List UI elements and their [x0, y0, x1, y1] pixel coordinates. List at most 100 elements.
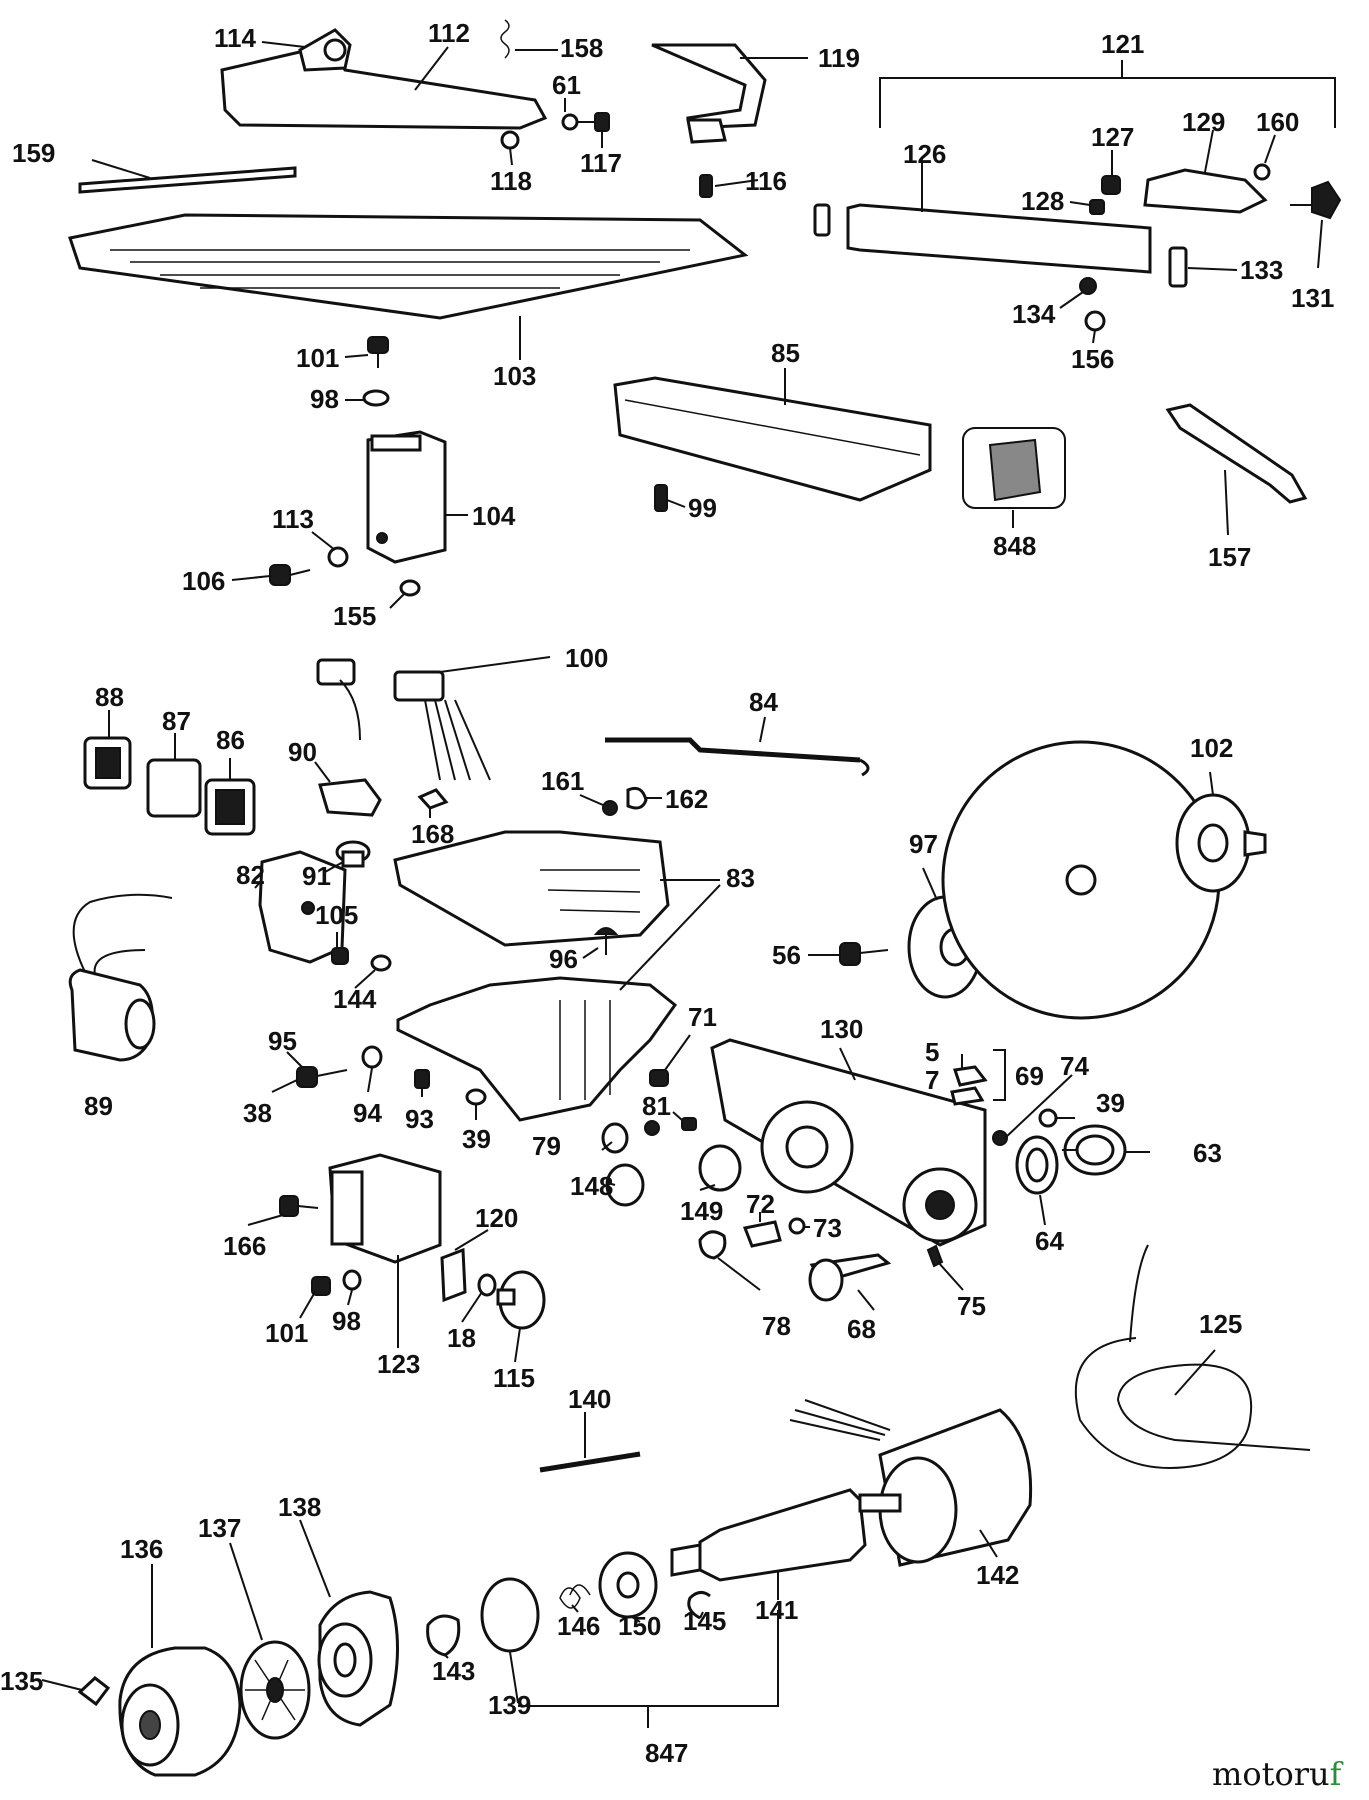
- part-label: 148: [570, 1171, 613, 1201]
- part-label: 126: [903, 139, 946, 169]
- part-label: 96: [549, 944, 578, 974]
- part-label: 143: [432, 1656, 475, 1686]
- part-label: 145: [683, 1606, 726, 1636]
- part-label: 105: [315, 900, 358, 930]
- part-label: 131: [1291, 283, 1334, 313]
- part-label: 125: [1199, 1309, 1242, 1339]
- part-label: 94: [353, 1098, 382, 1128]
- part-label: 112: [428, 18, 470, 48]
- part-label: 68: [847, 1314, 876, 1344]
- part-label: 135: [0, 1666, 43, 1696]
- part-labels: 114 112 158 61 117 118 119 116 121 126 1…: [0, 18, 1334, 1768]
- part-label: 847: [645, 1738, 688, 1768]
- part-label: 115: [493, 1363, 535, 1393]
- part-label: 5: [925, 1037, 939, 1067]
- part-label: 166: [223, 1231, 266, 1261]
- part-label: 116: [745, 166, 787, 196]
- part-label: 97: [909, 829, 938, 859]
- part-label: 71: [688, 1002, 717, 1032]
- leader-lines: [41, 41, 1323, 1704]
- part-label: 88: [95, 682, 124, 712]
- part-label: 90: [288, 737, 317, 767]
- part-label: 95: [268, 1026, 297, 1056]
- part-illustrations: [68, 19, 1342, 1777]
- part-label: 18: [447, 1323, 476, 1353]
- part-label: 72: [746, 1189, 775, 1219]
- part-label: 848: [993, 531, 1036, 561]
- part-label: 139: [488, 1690, 531, 1720]
- part-label: 101: [265, 1318, 308, 1348]
- watermark-logo: motoruf: [1212, 1755, 1341, 1793]
- part-label: 168: [411, 819, 454, 849]
- part-label: 150: [618, 1611, 661, 1641]
- part-label: 127: [1091, 122, 1134, 152]
- part-label: 149: [680, 1196, 723, 1226]
- part-label: 130: [820, 1014, 863, 1044]
- part-label: 103: [493, 361, 536, 391]
- part-label: 39: [462, 1124, 491, 1154]
- part-label: 99: [688, 493, 717, 523]
- part-label: 133: [1240, 255, 1283, 285]
- part-label: 69: [1015, 1061, 1044, 1091]
- part-label: 137: [198, 1513, 241, 1543]
- part-label: 87: [162, 706, 191, 736]
- part-label: 118: [490, 166, 532, 196]
- part-label: 140: [568, 1384, 611, 1414]
- part-label: 84: [749, 687, 778, 717]
- part-label: 91: [302, 861, 331, 891]
- logo-text: motoru: [1212, 1755, 1330, 1793]
- part-label: 159: [12, 138, 55, 168]
- part-label: 155: [333, 601, 376, 631]
- part-label: 123: [377, 1349, 420, 1379]
- part-label: 120: [475, 1203, 518, 1233]
- part-label: 78: [762, 1311, 791, 1341]
- part-label: 101: [296, 343, 339, 373]
- part-label: 134: [1012, 299, 1056, 329]
- part-label: 98: [310, 384, 339, 414]
- part-label: 160: [1256, 107, 1299, 137]
- part-label: 64: [1035, 1226, 1064, 1256]
- part-label: 119: [818, 43, 860, 73]
- part-label: 73: [813, 1213, 842, 1243]
- part-label: 75: [957, 1291, 986, 1321]
- part-label: 121: [1101, 29, 1144, 59]
- part-label: 142: [976, 1560, 1019, 1590]
- part-label: 38: [243, 1098, 272, 1128]
- part-label: 81: [642, 1091, 671, 1121]
- part-label: 136: [120, 1534, 163, 1564]
- part-label: 56: [772, 940, 801, 970]
- part-label: 161: [541, 766, 584, 796]
- part-label: 144: [333, 984, 377, 1014]
- part-label: 7: [925, 1065, 939, 1095]
- part-label: 79: [532, 1131, 561, 1161]
- part-label: 156: [1071, 344, 1114, 374]
- part-label: 89: [84, 1091, 113, 1121]
- part-label: 129: [1182, 107, 1225, 137]
- logo-text-accent: f: [1329, 1755, 1342, 1793]
- part-label: 74: [1060, 1051, 1089, 1081]
- part-label: 117: [580, 148, 622, 178]
- part-label: 128: [1021, 186, 1064, 216]
- part-label: 102: [1190, 733, 1233, 763]
- part-label: 93: [405, 1104, 434, 1134]
- part-label: 114: [214, 23, 256, 53]
- part-label: 63: [1193, 1138, 1222, 1168]
- part-label: 98: [332, 1306, 361, 1336]
- part-label: 146: [557, 1611, 600, 1641]
- part-label: 158: [560, 33, 603, 63]
- part-label: 100: [565, 643, 608, 673]
- part-label: 39: [1096, 1088, 1125, 1118]
- part-label: 83: [726, 863, 755, 893]
- part-label: 86: [216, 725, 245, 755]
- part-label: 138: [278, 1492, 321, 1522]
- part-label: 106: [182, 566, 225, 596]
- part-label: 82: [236, 860, 265, 890]
- part-label: 162: [665, 784, 708, 814]
- part-label: 157: [1208, 542, 1251, 572]
- part-label: 61: [552, 70, 581, 100]
- part-label: 113: [272, 504, 314, 534]
- part-label: 85: [771, 338, 800, 368]
- part-label: 104: [472, 501, 516, 531]
- part-label: 141: [755, 1595, 798, 1625]
